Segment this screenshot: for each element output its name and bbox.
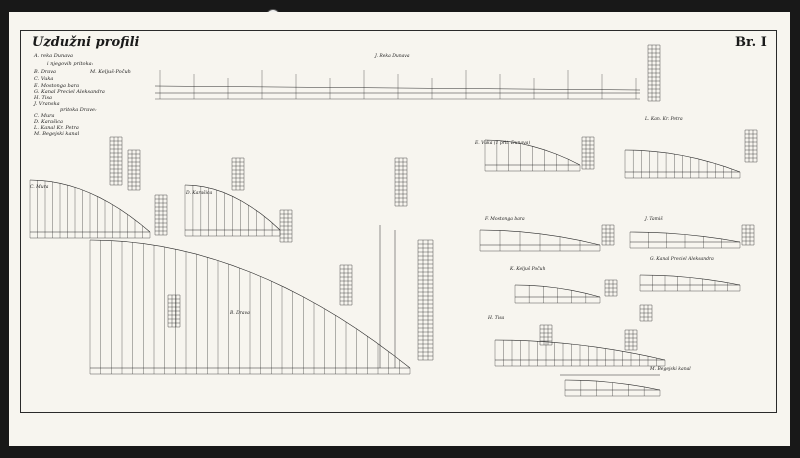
legend-item: i njegovih pritoka: <box>47 61 94 67</box>
legend-item: E. Mostonga bara <box>34 83 80 89</box>
legend-item: L. Kanal Kr. Petra <box>34 125 79 131</box>
legend-item: G. Kanal Preciel Aleksandra <box>34 89 105 95</box>
legend-item: M. Begejski kanal <box>34 131 80 137</box>
legend-item: D. Karašica <box>34 119 64 125</box>
profile-label-karasica: D. Karašica <box>186 191 213 196</box>
legend-item: B. Drava <box>34 69 57 75</box>
sheet-number: Br. I <box>735 35 767 50</box>
legend-item: C. Mura <box>34 113 55 119</box>
profile-label-tisa: H. Tisa <box>488 316 505 321</box>
legend-item: pritoka Drave: <box>60 107 97 113</box>
legend-item: M. Keljuš-Počuh <box>90 69 131 75</box>
profile-label-vuka: E. Vuka (1 prit. Dunava) <box>475 141 531 146</box>
profile-label-drava: B. Drava <box>230 311 250 316</box>
profile-label-dunav: J. Reka Dunava <box>375 54 410 59</box>
legend-item: J. Vranska <box>34 101 60 107</box>
profile-label-kanal-aleks: G. Kanal Preciel Aleksandra <box>650 257 714 262</box>
profile-label-kelj: K. Keljuš Počuh <box>510 267 546 272</box>
document-title: Uzdužni profili <box>32 35 140 50</box>
profile-label-mura: C. Mura <box>30 185 49 190</box>
profile-label-mostonga: F. Mostonga bara <box>485 217 525 222</box>
legend-item: C. Vuka <box>34 76 54 82</box>
legend-item: H. Tisa <box>34 95 53 101</box>
profile-label-tamis: J. Tamiš <box>645 217 663 222</box>
sheet-frame <box>20 30 777 413</box>
profile-label-begejski: M. Begejski kanal <box>650 367 691 372</box>
dunav-water-level <box>154 85 641 91</box>
profile-label-kanal-petra: L. Kan. Kr. Petra <box>645 117 683 122</box>
legend-item: A. reka Dunava <box>34 53 73 59</box>
